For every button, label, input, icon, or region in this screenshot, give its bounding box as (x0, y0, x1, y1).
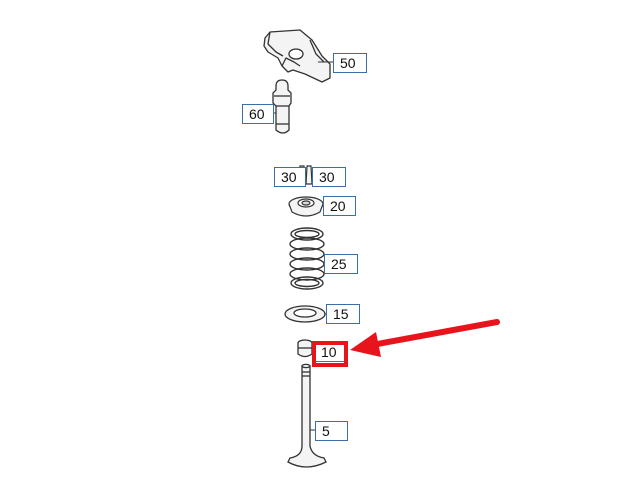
rocker-arm-part (263, 29, 331, 83)
callout-60: 60 (242, 104, 274, 124)
callout-50: 50 (333, 53, 367, 73)
callout-20: 20 (323, 196, 356, 216)
valve-part (287, 363, 327, 468)
spring-seat-part (284, 305, 326, 323)
valve-spring-part (289, 227, 325, 290)
lifter-part (272, 79, 292, 134)
callout-30-right: 30 (312, 167, 346, 187)
highlight-arrow (350, 319, 500, 357)
callout-25: 25 (324, 254, 358, 274)
valve-stem-seal-part (297, 339, 313, 358)
callout-30-left: 30 (274, 167, 306, 187)
callout-15: 15 (326, 304, 360, 324)
spring-retainer-part (288, 196, 324, 217)
callout-5: 5 (315, 421, 348, 441)
highlight-box (312, 341, 348, 367)
